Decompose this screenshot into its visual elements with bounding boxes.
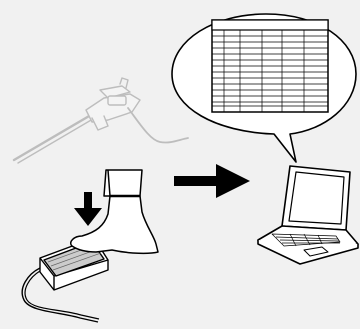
laptop-icon (257, 165, 359, 265)
foot-icon (70, 169, 159, 255)
press-down-arrow (74, 192, 102, 226)
spreadsheet-icon (211, 19, 329, 113)
caliper-icon (12, 77, 189, 164)
transfer-arrow (174, 164, 250, 198)
